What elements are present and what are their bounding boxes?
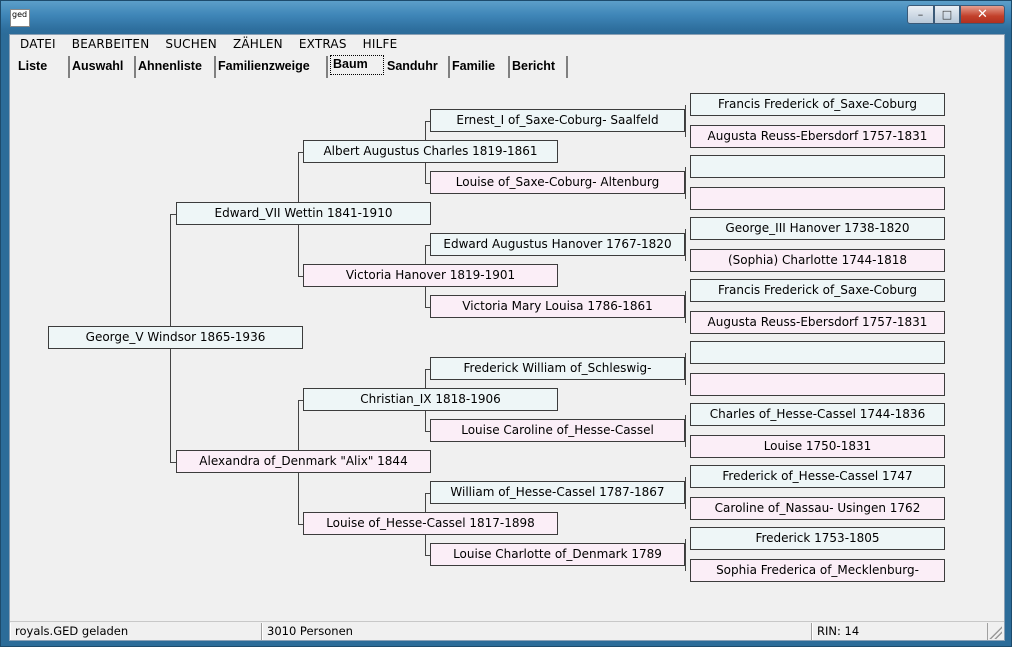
connector-line: [425, 493, 430, 494]
maximize-button[interactable]: □: [934, 5, 960, 24]
connector-line: [425, 121, 430, 122]
person-box-great-grandparent[interactable]: Louise Charlotte of_Denmark 1789: [430, 543, 685, 566]
tab-familie[interactable]: Familie: [450, 56, 510, 78]
person-box-gen4[interactable]: (Sophia) Charlotte 1744-1818: [690, 249, 945, 272]
person-box-gen4[interactable]: Augusta Reuss-Ebersdorf 1757-1831: [690, 311, 945, 334]
title-bar[interactable]: ged – □ ✕: [1, 1, 1011, 34]
minimize-icon: –: [917, 8, 924, 21]
person-box-grandparent[interactable]: Louise of_Hesse-Cassel 1817-1898: [303, 512, 558, 535]
connector-line: [425, 555, 430, 556]
menu-datei[interactable]: DATEI: [20, 37, 56, 51]
tab-familienzweige[interactable]: Familienzweige: [216, 56, 328, 78]
person-box-gen4[interactable]: Charles of_Hesse-Cassel 1744-1836: [690, 403, 945, 426]
connector-line: [685, 477, 686, 509]
connector-line: [685, 167, 686, 199]
person-box-great-grandparent[interactable]: Louise Caroline of_Hesse-Cassel: [430, 419, 685, 442]
person-box-great-grandparent[interactable]: Ernest_I of_Saxe-Coburg- Saalfeld: [430, 109, 685, 132]
person-box-gen4-empty[interactable]: [690, 187, 945, 210]
connector-line: [298, 152, 303, 153]
tab-sanduhr[interactable]: Sanduhr: [385, 56, 450, 78]
ancestor-tree: George_V Windsor 1865-1936 Edward_VII We…: [10, 78, 1004, 620]
status-file: royals.GED geladen: [10, 623, 262, 640]
status-rin: RIN: 14: [812, 623, 988, 640]
tab-baum[interactable]: Baum: [330, 55, 384, 75]
menu-suchen[interactable]: SUCHEN: [165, 37, 217, 51]
connector-line: [685, 539, 686, 571]
client-area: DATEI BEARBEITEN SUCHEN ZÄHLEN EXTRAS HI…: [9, 34, 1005, 641]
connector-line: [298, 400, 303, 401]
connector-line: [685, 229, 686, 261]
menu-bar: DATEI BEARBEITEN SUCHEN ZÄHLEN EXTRAS HI…: [10, 35, 1004, 54]
person-box-mother[interactable]: Alexandra of_Denmark "Alix" 1844: [176, 450, 431, 473]
person-box-gen4[interactable]: George_III Hanover 1738-1820: [690, 217, 945, 240]
status-bar: royals.GED geladen 3010 Personen RIN: 14: [10, 621, 1004, 640]
maximize-icon: □: [941, 8, 953, 21]
person-box-root[interactable]: George_V Windsor 1865-1936: [48, 326, 303, 349]
menu-zaehlen[interactable]: ZÄHLEN: [232, 37, 283, 51]
connector-line: [685, 291, 686, 323]
connector-line: [685, 353, 686, 385]
app-icon[interactable]: ged: [10, 9, 30, 27]
person-box-grandparent[interactable]: Albert Augustus Charles 1819-1861: [303, 140, 558, 163]
connector-line: [298, 524, 303, 525]
person-box-gen4[interactable]: Frederick 1753-1805: [690, 527, 945, 550]
connector-line: [170, 214, 176, 215]
status-count: 3010 Personen: [262, 623, 812, 640]
tab-ahnenliste[interactable]: Ahnenliste: [136, 56, 216, 78]
connector-line: [425, 431, 430, 432]
person-box-gen4[interactable]: Sophia Frederica of_Mecklenburg-: [690, 559, 945, 582]
person-box-great-grandparent[interactable]: Frederick William of_Schleswig-: [430, 357, 685, 380]
tab-auswahl[interactable]: Auswahl: [70, 56, 136, 78]
person-box-great-grandparent[interactable]: Louise of_Saxe-Coburg- Altenburg: [430, 171, 685, 194]
person-box-gen4-empty[interactable]: [690, 373, 945, 396]
close-icon: ✕: [977, 7, 988, 22]
connector-line: [685, 415, 686, 447]
connector-line: [425, 245, 430, 246]
person-box-grandparent[interactable]: Christian_IX 1818-1906: [303, 388, 558, 411]
app-icon-text: ged: [12, 10, 28, 19]
person-box-grandparent[interactable]: Victoria Hanover 1819-1901: [303, 264, 558, 287]
close-button[interactable]: ✕: [960, 5, 1005, 24]
person-box-gen4[interactable]: Augusta Reuss-Ebersdorf 1757-1831: [690, 125, 945, 148]
person-box-gen4[interactable]: Louise 1750-1831: [690, 435, 945, 458]
connector-line: [298, 276, 303, 277]
connector-line: [685, 105, 686, 137]
person-box-gen4[interactable]: Francis Frederick of_Saxe-Coburg: [690, 279, 945, 302]
window-controls: – □ ✕: [907, 5, 1005, 24]
tab-liste[interactable]: Liste: [16, 56, 70, 78]
person-box-gen4-empty[interactable]: [690, 155, 945, 178]
connector-line: [425, 307, 430, 308]
tab-bar: Liste Auswahl Ahnenliste Familienzweige …: [10, 54, 1004, 78]
menu-hilfe[interactable]: HILFE: [362, 37, 398, 51]
minimize-button[interactable]: –: [907, 5, 934, 24]
menu-bearbeiten[interactable]: BEARBEITEN: [71, 37, 150, 51]
person-box-gen4[interactable]: Caroline of_Nassau- Usingen 1762: [690, 497, 945, 520]
person-box-gen4-empty[interactable]: [690, 341, 945, 364]
connector-line: [425, 183, 430, 184]
person-box-father[interactable]: Edward_VII Wettin 1841-1910: [176, 202, 431, 225]
person-box-great-grandparent[interactable]: Edward Augustus Hanover 1767-1820: [430, 233, 685, 256]
person-box-gen4[interactable]: Francis Frederick of_Saxe-Coburg: [690, 93, 945, 116]
connector-line: [425, 369, 430, 370]
resize-grip-icon[interactable]: [988, 625, 1002, 639]
person-box-gen4[interactable]: Frederick of_Hesse-Cassel 1747: [690, 465, 945, 488]
menu-extras[interactable]: EXTRAS: [298, 37, 347, 51]
person-box-great-grandparent[interactable]: Victoria Mary Louisa 1786-1861: [430, 295, 685, 318]
tab-bericht[interactable]: Bericht: [510, 56, 568, 78]
person-box-great-grandparent[interactable]: William of_Hesse-Cassel 1787-1867: [430, 481, 685, 504]
connector-line: [170, 462, 176, 463]
